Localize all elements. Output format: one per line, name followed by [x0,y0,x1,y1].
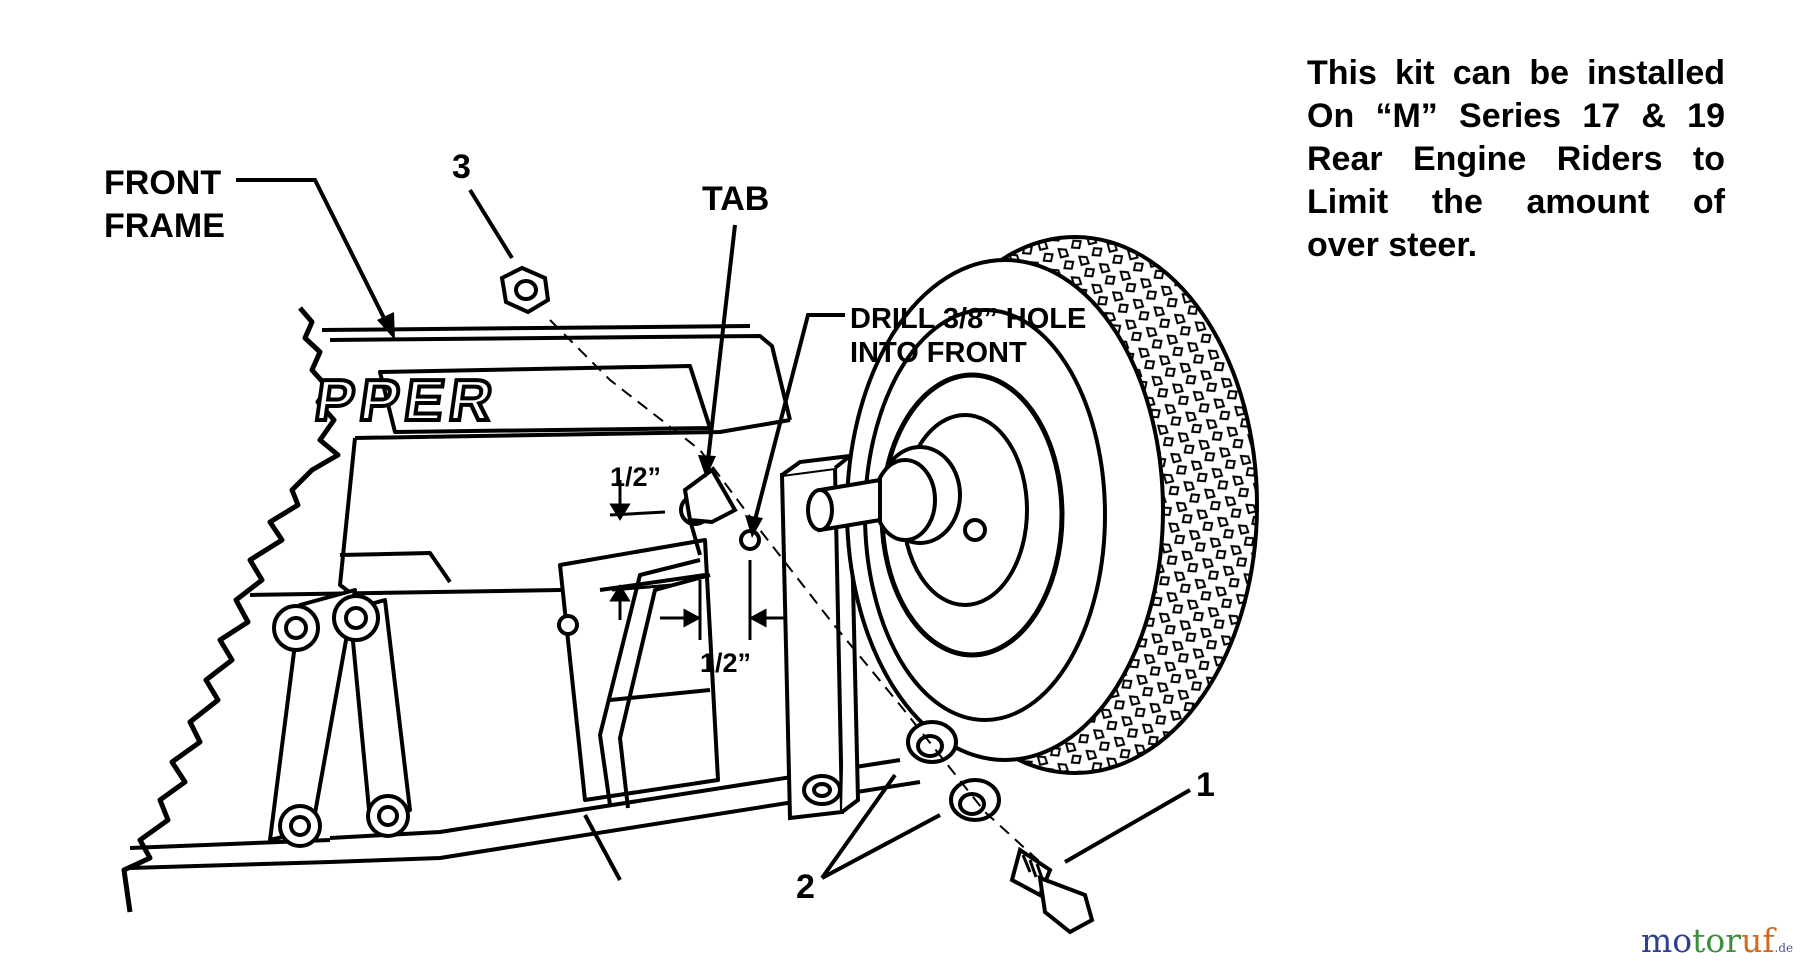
front-frame-label-line1: FRONT [104,164,221,202]
frame-break-line [121,306,341,913]
callout-3: 3 [452,148,471,186]
steering-arm [598,558,711,809]
nut-part [499,265,551,315]
note-line: This kit can be installed [1307,54,1725,92]
drill-label-line1: DRILL 3/8” HOLE [850,303,1086,335]
front-wheel [806,235,1259,775]
installation-note: This kit can be installed On “M” Series … [1307,52,1725,267]
callout-1: 1 [1196,766,1215,804]
drill-label-line2: INTO FRONT [850,337,1027,369]
leader-arrowheads [377,312,763,538]
watermark-suffix: .de [1774,941,1794,955]
frame-top [329,334,792,421]
callout-2: 2 [796,868,815,906]
note-line: Limit the amount of [1307,183,1725,221]
spacer-upper [906,720,958,764]
front-frame-drawing [121,306,921,913]
assembly-line [549,319,1041,863]
drill-hole [739,529,761,551]
tab-label: TAB [702,180,769,218]
note-line: On “M” Series 17 & 19 [1307,97,1725,135]
frame-lettering: PPER [311,368,502,433]
watermark-logo: motoruf.de [1641,921,1793,960]
watermark-text: motoruf [1641,921,1775,960]
leader-lines [236,178,1191,880]
dimension-lines [609,480,785,640]
bolt-part [1009,846,1095,935]
front-frame-label-line2: FRAME [104,207,225,245]
note-line: over steer. [1307,226,1478,264]
dimension-lower-label: 1/2” [700,648,751,678]
note-line: Rear Engine Riders to [1307,140,1725,178]
dimension-upper-label: 1/2” [610,462,661,492]
tab-part [682,467,738,525]
